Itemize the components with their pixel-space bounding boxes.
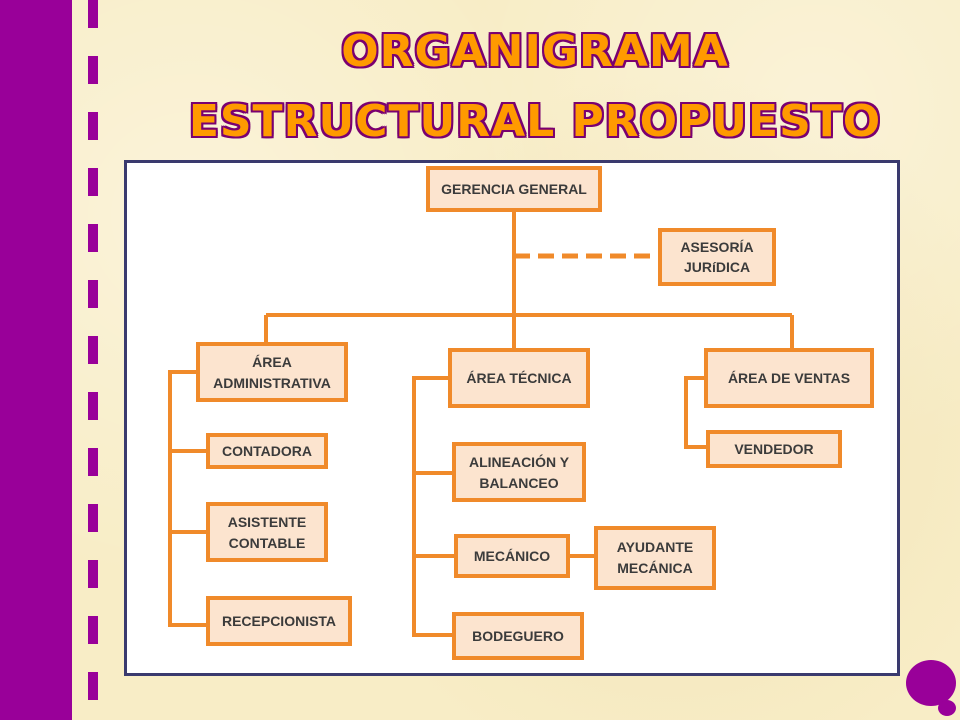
speech-bubble-tail — [938, 700, 956, 716]
connector-admin-spine — [168, 370, 208, 627]
box-alineacion-label-2: BALANCEO — [479, 475, 558, 491]
box-ayudante-label-2: MECÁNICA — [617, 560, 692, 576]
box-admin-label-2: ADMINISTRATIVA — [213, 375, 331, 391]
box-mecanico-label: MECÁNICO — [474, 548, 550, 564]
box-contadora: CONTADORA — [206, 433, 328, 469]
box-area-administrativa: ÁREA ADMINISTRATIVA — [196, 342, 348, 402]
box-vendedor-label: VENDEDOR — [734, 441, 813, 457]
dashed-accent-line — [88, 0, 98, 720]
box-asistente-label-1: ASISTENTE — [228, 514, 307, 530]
box-gerencia-label: GERENCIA GENERAL — [441, 181, 587, 197]
box-vendedor: VENDEDOR — [706, 430, 842, 468]
connector-ventas-spine — [684, 376, 708, 449]
box-area-ventas: ÁREA DE VENTAS — [704, 348, 874, 408]
box-alineacion-label-1: ALINEACIÓN Y — [469, 453, 570, 470]
box-alineacion-balanceo: ALINEACIÓN Y BALANCEO — [452, 442, 586, 502]
box-gerencia-general: GERENCIA GENERAL — [426, 166, 602, 212]
box-ventas-label: ÁREA DE VENTAS — [728, 370, 850, 386]
slide-title-line2: ESTRUCTURAL PROPUESTO — [188, 96, 882, 147]
box-recepcionista: RECEPCIONISTA — [206, 596, 352, 646]
box-asesoria-label-2: JURíDICA — [684, 259, 750, 275]
box-bodeguero-label: BODEGUERO — [472, 628, 564, 644]
box-contadora-label: CONTADORA — [222, 443, 312, 459]
box-ayudante-label-1: AYUDANTE — [617, 539, 694, 555]
box-ayudante-mecanica: AYUDANTE MECÁNICA — [594, 526, 716, 590]
box-asesoria-label-1: ASESORÍA — [680, 239, 753, 255]
box-mecanico: MECÁNICO — [454, 534, 570, 578]
slide-title-line1: ORGANIGRAMA — [341, 26, 729, 77]
speech-bubble-decoration — [906, 660, 956, 706]
box-asistente-label-2: CONTABLE — [229, 535, 306, 551]
box-asesoria-juridica: ASESORÍA JURíDICA — [658, 228, 776, 286]
box-area-tecnica: ÁREA TÉCNICA — [448, 348, 590, 408]
connector-tecnica-spine — [412, 376, 454, 637]
box-tecnica-label: ÁREA TÉCNICA — [466, 370, 571, 386]
left-accent-bar — [0, 0, 72, 720]
box-admin-label-1: ÁREA — [252, 354, 292, 370]
box-recepcionista-label: RECEPCIONISTA — [222, 613, 336, 629]
box-asistente-contable: ASISTENTE CONTABLE — [206, 502, 328, 562]
connectors — [168, 210, 794, 637]
box-bodeguero: BODEGUERO — [452, 612, 584, 660]
org-chart: GERENCIA GENERAL ASESORÍA JURíDICA ÁREA … — [168, 166, 874, 660]
